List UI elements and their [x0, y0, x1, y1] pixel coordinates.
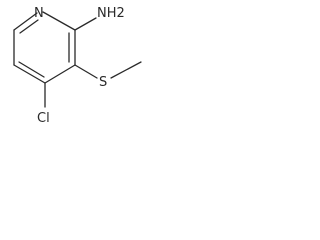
bond-n1-c2 — [42, 11, 76, 31]
bond-c2-nh2 — [74, 17, 97, 31]
chlorine-label: Cl — [37, 111, 50, 126]
bond-c6-n1 — [13, 12, 38, 31]
structure-canvas: N NH2 S Cl — [0, 0, 146, 138]
bond-c4-c5-inner — [18, 61, 45, 78]
bond-c3-c4 — [44, 64, 76, 84]
bond-s-methyl — [110, 61, 142, 79]
sulfur-label: S — [99, 75, 107, 90]
bond-c3-s — [74, 64, 98, 79]
ring-nitrogen-label: N — [34, 6, 44, 21]
pyridine-structure-diagram: N NH2 S Cl — [13, 6, 142, 126]
bond-c4-c5 — [13, 64, 46, 84]
bond-c6-n1-inner — [19, 19, 39, 34]
amine-label: NH2 — [97, 6, 125, 21]
